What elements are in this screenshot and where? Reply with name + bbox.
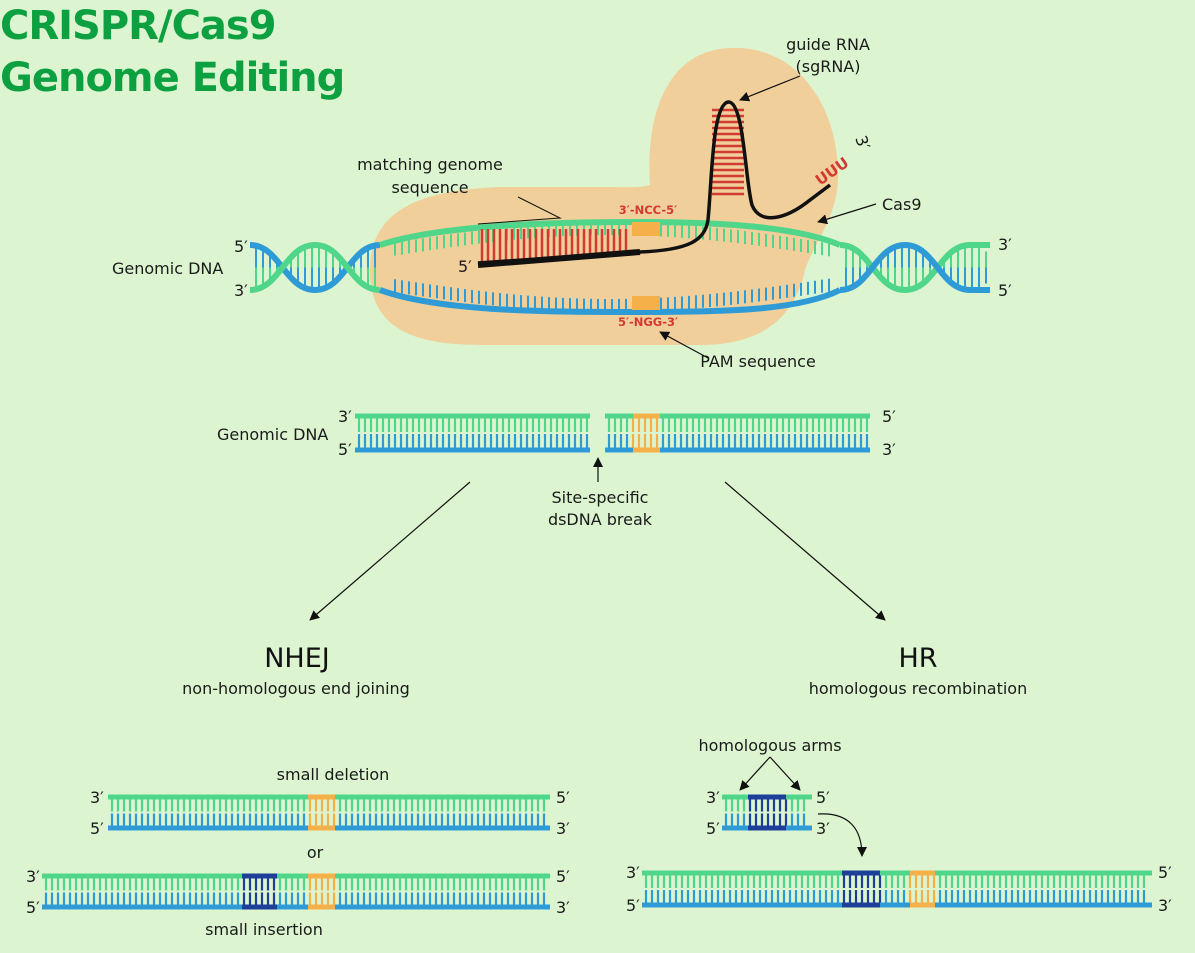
label-pam: PAM sequence xyxy=(700,352,816,371)
label-guide-rna-2: (sgRNA) xyxy=(795,57,860,76)
dna-helix-left xyxy=(249,241,987,294)
label-matching-2: sequence xyxy=(391,178,468,197)
arrow-cas9 xyxy=(817,203,877,225)
nhej-insertion-label: small insertion xyxy=(205,920,323,939)
diagram-title: CRISPR/Cas9 Genome Editing xyxy=(0,0,345,104)
label-ncc: 3′-NCC-5′ xyxy=(619,203,677,217)
arrow-arm-left xyxy=(739,756,771,791)
label-break-1: Site-specific xyxy=(552,488,649,507)
label-genomic-dna-mid: Genomic DNA xyxy=(217,425,328,444)
nhej-deletion-label: small deletion xyxy=(277,765,390,784)
del-right-3: 3′ xyxy=(556,819,570,838)
del-left-5: 5′ xyxy=(90,819,104,838)
ins-left-5: 5′ xyxy=(26,898,40,917)
helix-left-green xyxy=(249,241,381,293)
arrow-arm-right xyxy=(769,756,801,791)
rna-5prime: 5′ xyxy=(458,257,472,276)
long-right-5: 5′ xyxy=(1158,863,1172,882)
label-guide-rna-1: guide RNA xyxy=(786,35,870,54)
leader-matching xyxy=(477,196,562,225)
arm-left-3: 3′ xyxy=(706,788,720,807)
helix-right-green xyxy=(839,242,990,294)
long-left-3: 3′ xyxy=(626,863,640,882)
label-ngg: 5′-NGG-3′ xyxy=(618,315,678,329)
label-top-left-3: 3′ xyxy=(234,281,248,300)
title-line-2: Genome Editing xyxy=(0,55,345,101)
small-insertion-dna xyxy=(42,873,550,910)
helix-left-blue xyxy=(249,242,381,294)
hr-title: HR xyxy=(898,643,937,674)
label-top-right-3: 3′ xyxy=(998,235,1012,254)
del-right-5: 5′ xyxy=(556,788,570,807)
label-mid-left-3: 3′ xyxy=(338,407,352,426)
arrow-to-hr xyxy=(724,481,886,621)
arrow-pam xyxy=(659,331,709,359)
arm-left-5: 5′ xyxy=(706,819,720,838)
label-break-2: dsDNA break xyxy=(548,510,653,529)
ins-right-3: 3′ xyxy=(556,898,570,917)
label-cas9: Cas9 xyxy=(882,195,922,214)
label-mid-right-3: 3′ xyxy=(882,440,896,459)
hr-subtitle: homologous recombination xyxy=(809,679,1027,698)
homologous-arms-dna xyxy=(722,794,812,831)
del-left-3: 3′ xyxy=(90,788,104,807)
ins-left-3: 3′ xyxy=(26,867,40,886)
label-top-right-5: 5′ xyxy=(998,281,1012,300)
guide-rna: UUU 3′ 5′ xyxy=(458,100,874,276)
nhej-subtitle: non-homologous end joining xyxy=(182,679,410,698)
small-deletion-dna xyxy=(108,794,550,831)
guide-rna-strand xyxy=(477,100,832,265)
arrow-guide-rna xyxy=(739,75,801,102)
arm-right-3: 3′ xyxy=(816,819,830,838)
arrow-insert xyxy=(817,813,867,857)
bubble-bottom-strand xyxy=(378,287,842,316)
rna-3prime: 3′ xyxy=(851,133,874,153)
arm-right-5: 5′ xyxy=(816,788,830,807)
nhej-or: or xyxy=(307,843,324,862)
label-top-left-5: 5′ xyxy=(234,237,248,256)
dna-helix-right xyxy=(839,241,990,294)
long-left-5: 5′ xyxy=(626,896,640,915)
label-mid-left-5: 5′ xyxy=(338,440,352,459)
helix-right-blue xyxy=(839,241,990,293)
label-mid-right-5: 5′ xyxy=(882,407,896,426)
label-genomic-dna-top: Genomic DNA xyxy=(112,259,223,278)
nhej-title: NHEJ xyxy=(264,643,330,674)
label-matching-1: matching genome xyxy=(357,155,503,174)
cut-genomic-dna xyxy=(355,413,870,453)
pam-bottom xyxy=(632,296,660,310)
ins-right-5: 5′ xyxy=(556,867,570,886)
hr-repaired-dna xyxy=(642,870,1152,908)
guide-rna-thick xyxy=(477,249,641,268)
hr-arms-label: homologous arms xyxy=(698,736,841,755)
arrow-to-nhej xyxy=(309,481,471,621)
pam-top xyxy=(632,222,660,236)
long-right-3: 3′ xyxy=(1158,896,1172,915)
title-line-1: CRISPR/Cas9 xyxy=(0,3,277,49)
